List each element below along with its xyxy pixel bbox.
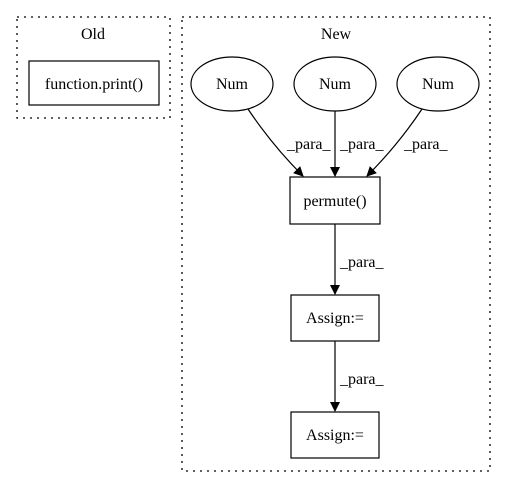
cluster-old-border [16, 16, 171, 119]
node-num-1: Num [190, 56, 274, 112]
node-assign-1: Assign:= [290, 294, 380, 342]
edge-num2-to-permute-label: _para_ [339, 136, 385, 153]
node-function-print-box [28, 60, 160, 106]
edge-assign1-to-assign2-label: _para_ [339, 371, 385, 388]
edge-num3-to-permute-label: _para_ [403, 136, 449, 153]
node-function-print-label: function.print() [45, 76, 143, 93]
edge-num1-to-permute: _para_ [247, 108, 332, 177]
edge-num1-to-permute-label: _para_ [286, 136, 332, 153]
edge-num2-to-permute: _para_ [330, 111, 385, 177]
node-assign-2-box [290, 411, 380, 459]
node-num-3-label: Num [422, 76, 455, 93]
cluster-new-border [181, 16, 491, 472]
node-num-3-shape [396, 56, 480, 112]
cluster-old: Old [16, 16, 171, 119]
node-num-1-shape [190, 56, 274, 112]
node-permute: permute() [289, 176, 381, 225]
cluster-new-label: New [321, 26, 352, 43]
edge-permute-to-assign1-label: _para_ [339, 254, 385, 271]
node-permute-label: permute() [303, 193, 366, 210]
cluster-new: New [181, 16, 491, 472]
node-function-print: function.print() [28, 60, 160, 106]
node-assign-1-label: Assign:= [306, 310, 364, 327]
node-num-2-label: Num [319, 76, 352, 93]
edge-num3-to-permute-line [366, 108, 423, 177]
edge-num3-to-permute: _para_ [366, 108, 449, 177]
edge-permute-to-assign1: _para_ [330, 224, 385, 295]
cluster-old-label: Old [81, 26, 105, 43]
node-num-1-label: Num [216, 76, 249, 93]
node-assign-2: Assign:= [290, 411, 380, 459]
node-num-2: Num [293, 56, 377, 112]
node-assign-2-label: Assign:= [306, 427, 364, 444]
edge-num1-to-permute-line [247, 108, 304, 177]
edge-assign1-to-assign2: _para_ [330, 341, 385, 412]
node-num-3: Num [396, 56, 480, 112]
